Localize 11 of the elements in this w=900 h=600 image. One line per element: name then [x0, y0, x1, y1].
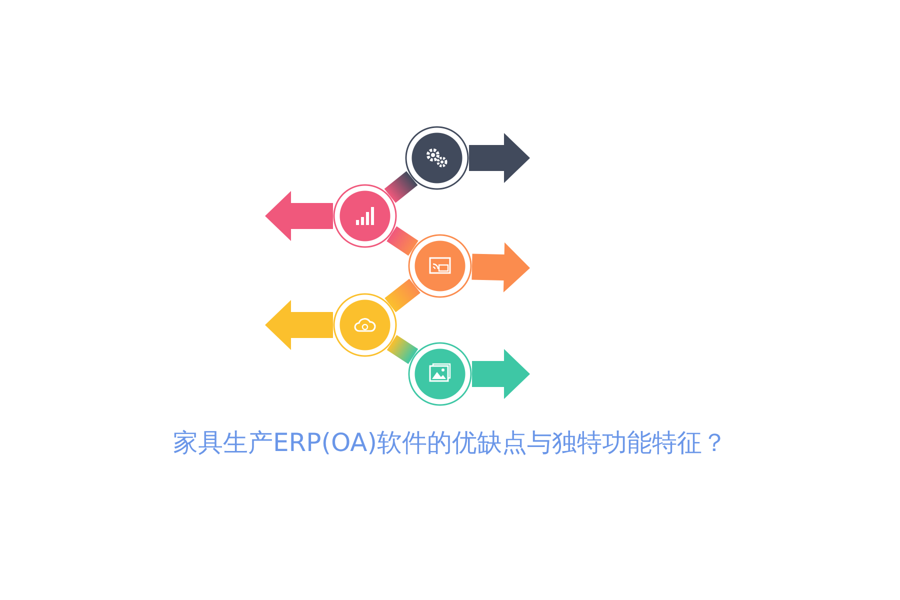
connector-band [386, 226, 418, 256]
arrow [265, 300, 333, 350]
icon-circle [333, 184, 397, 248]
arrow [265, 191, 333, 241]
connector-band [384, 171, 418, 203]
arrow [472, 242, 530, 292]
icon-circle [333, 293, 397, 357]
title: 家具生产ERP(OA)软件的优缺点与独特功能特征？ [172, 427, 728, 459]
connector-band [386, 334, 418, 364]
connector-band [384, 278, 420, 312]
icon-circle [408, 234, 472, 298]
